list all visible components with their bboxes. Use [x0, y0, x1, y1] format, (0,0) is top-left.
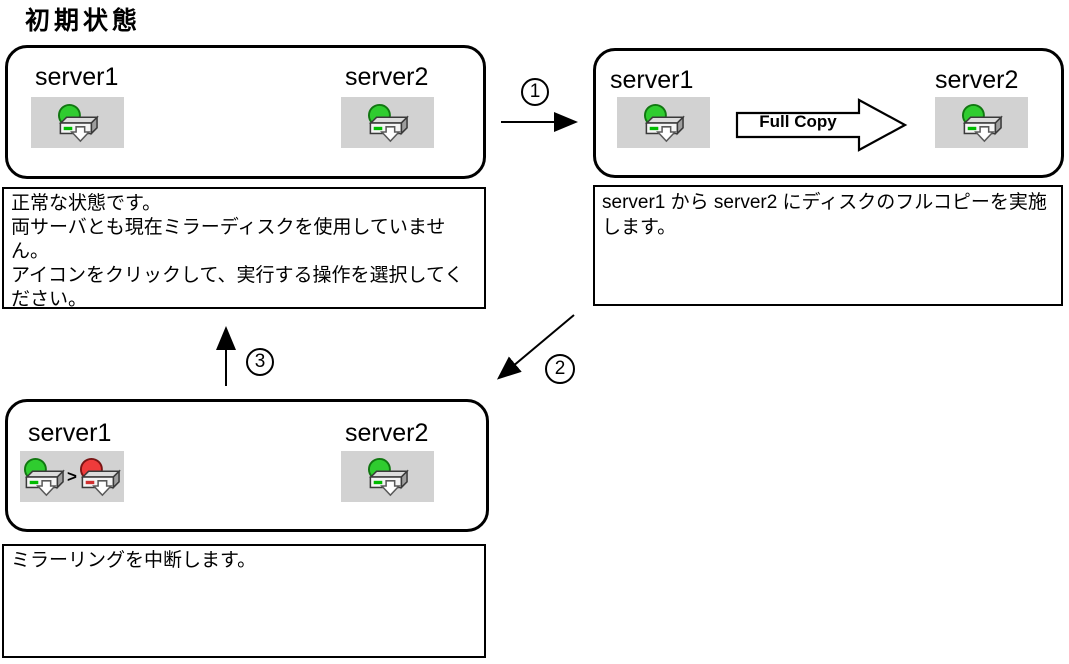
step1-badge: 1	[521, 78, 549, 106]
greater-than-separator: >	[67, 467, 77, 486]
state-box-suspend: server1 server2 >	[5, 399, 489, 532]
server2-label: server2	[935, 66, 1019, 94]
step3-badge: 3	[246, 348, 274, 376]
full-copy-label: Full Copy	[759, 112, 837, 131]
desc-particle: から	[665, 192, 714, 213]
server1-icon-tray	[617, 97, 710, 148]
mirror-disk-green-icon	[367, 103, 409, 142]
desc-server-from: server1	[602, 192, 666, 213]
state-box-normal: server1 server2	[5, 45, 486, 179]
server1-dual-icon-tray: >	[20, 451, 124, 502]
mirror-disk-green-icon	[367, 457, 409, 496]
desc-box-fullcopy: server1 から server2 にディスクのフルコピーを実施します。	[593, 185, 1063, 306]
desc-line: 両サーバとも現在ミラーディスクを使用していません。	[11, 217, 446, 262]
page-title: 初期状態	[25, 7, 142, 35]
desc-box-suspend: ミラーリングを中断します。	[2, 544, 486, 658]
server2-icon-tray	[341, 97, 434, 148]
mirror-disk-green-icon	[961, 103, 1003, 142]
desc-box-normal: 正常な状態です。 両サーバとも現在ミラーディスクを使用していません。 アイコンを…	[2, 187, 486, 309]
server2-icon-tray	[341, 451, 434, 502]
step2-arrow	[496, 314, 575, 380]
server1-label: server1	[610, 66, 694, 94]
step2-badge: 2	[545, 354, 575, 384]
step3-arrow	[216, 326, 236, 386]
desc-server-to: server2	[713, 192, 778, 213]
full-copy-arrow	[735, 98, 908, 152]
desc-line: アイコンをクリックして、実行する操作を選択してください。	[11, 265, 464, 309]
server1-label: server1	[28, 419, 112, 447]
mirror-disk-green-icon	[643, 103, 685, 142]
server2-label: server2	[345, 63, 429, 91]
desc-action: にディスクのフルコピーを実施します。	[602, 192, 1047, 238]
server1-label: server1	[35, 63, 119, 91]
step1-arrow	[501, 112, 578, 132]
mirror-disk-green-icon	[24, 457, 65, 496]
server2-label: server2	[345, 419, 429, 447]
state-box-fullcopy: server1 server2 Full Copy	[593, 48, 1064, 178]
server1-icon-tray	[31, 97, 124, 148]
server2-icon-tray	[935, 97, 1028, 148]
mirror-disk-red-icon	[79, 457, 121, 496]
mirror-disk-green-icon	[57, 103, 99, 142]
desc-line: 正常な状態です。	[11, 193, 162, 214]
desc-line: ミラーリングを中断します。	[11, 550, 257, 571]
